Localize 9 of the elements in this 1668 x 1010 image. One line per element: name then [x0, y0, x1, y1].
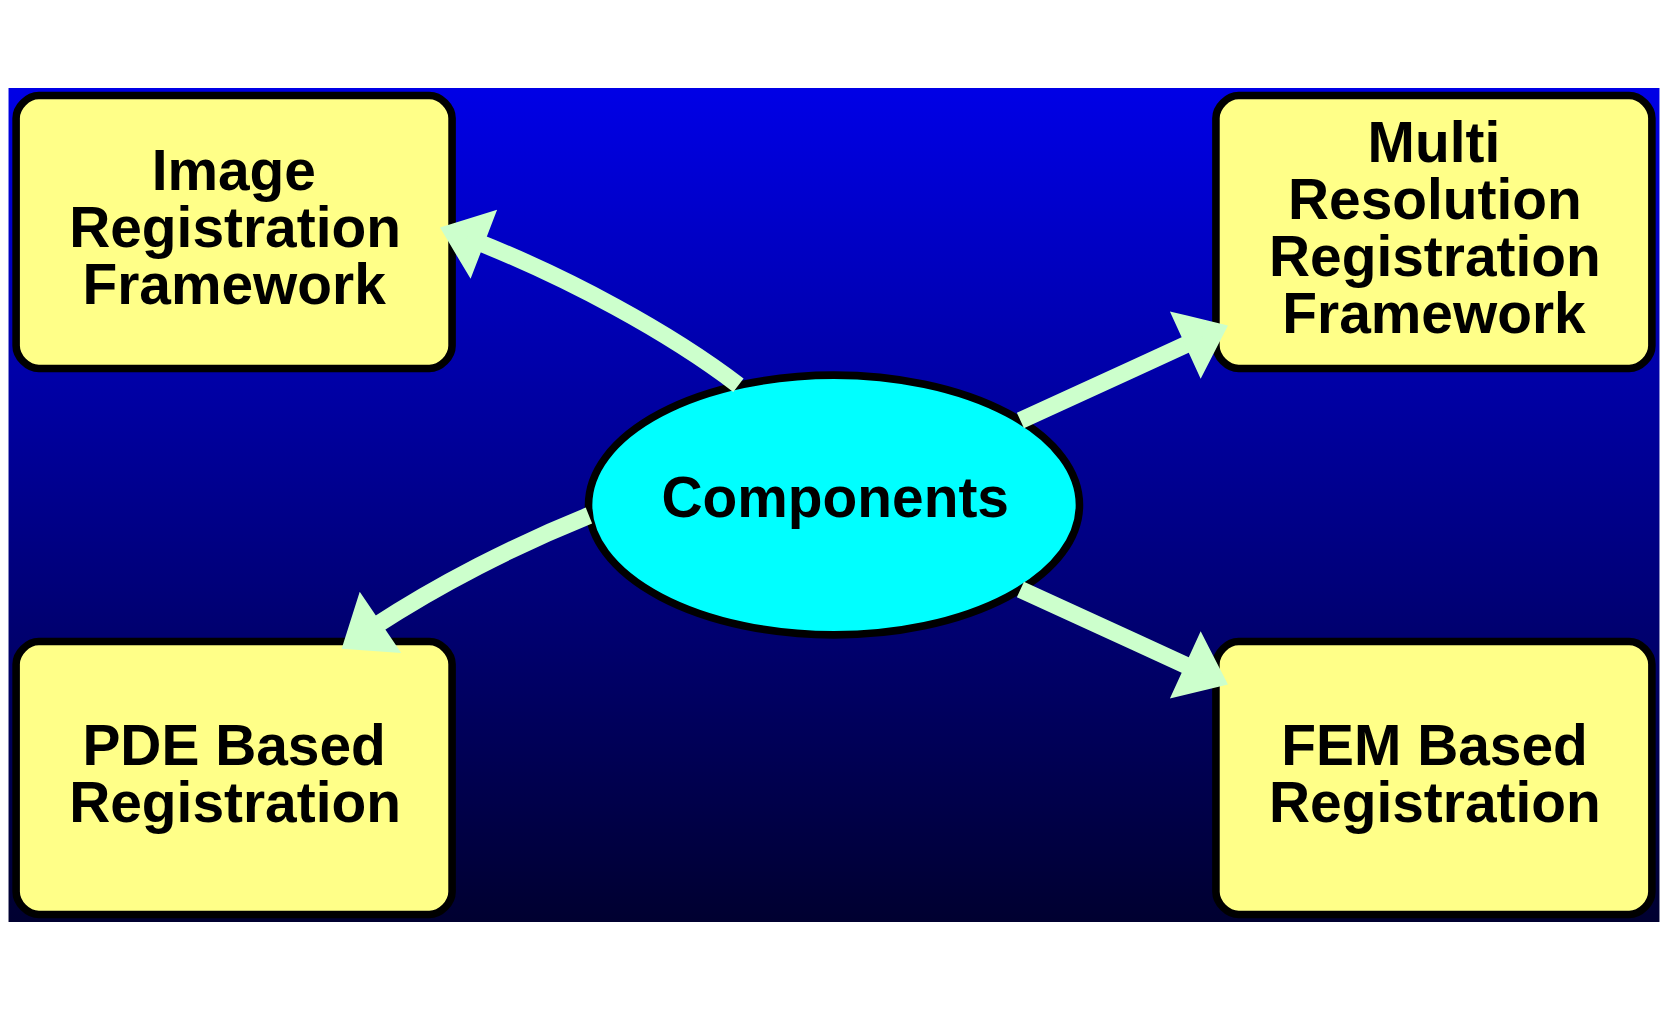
arrow: [341, 507, 593, 653]
arrow: [1016, 581, 1228, 699]
arrow: [1016, 311, 1228, 429]
node-box: PDE Based Registration: [12, 637, 456, 919]
node-box: Multi Resolution Registration Framework: [1212, 91, 1656, 373]
node-box: FEM Based Registration: [1212, 637, 1656, 919]
node-box: Image Registration Framework: [12, 91, 456, 373]
node-ellipse: Components: [584, 371, 1084, 639]
arrow: [440, 209, 744, 393]
